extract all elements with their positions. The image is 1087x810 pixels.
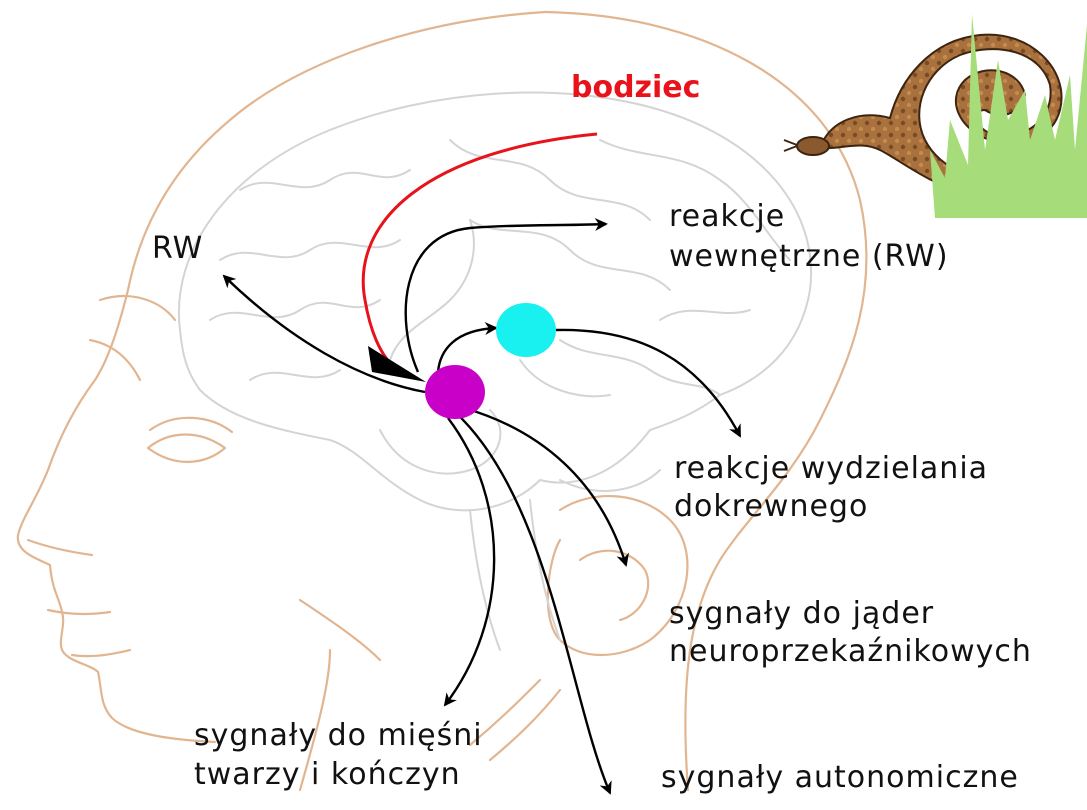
stimulus-label: bodziec [571, 70, 700, 105]
autonomic-label: sygnały autonomiczne [661, 760, 1019, 795]
endocrine-label-2: dokrewnego [674, 489, 868, 524]
stimulus-path [363, 134, 597, 368]
rw-label: RW [152, 231, 203, 266]
internal-reactions-label-2: wewnętrzne (RW) [669, 239, 949, 274]
arrow-to-secondary-node [438, 328, 496, 372]
amygdala-node [425, 365, 485, 419]
internal-reactions-label-1: reakcje [669, 199, 785, 234]
muscles-label-1: sygnały do mięśni [194, 718, 483, 753]
muscles-label-2: twarzy i kończyn [194, 757, 461, 792]
arrow-endocrine [556, 330, 740, 436]
endocrine-label-1: reakcje wydzielania [674, 451, 988, 486]
neuro-label-1: sygnały do jąder [669, 596, 934, 631]
secondary-node [496, 303, 556, 357]
arrow-neurotransmitter [464, 408, 626, 565]
stimulus-arrowhead [368, 346, 426, 382]
neuro-label-2: neuroprzekaźnikowych [669, 634, 1032, 669]
